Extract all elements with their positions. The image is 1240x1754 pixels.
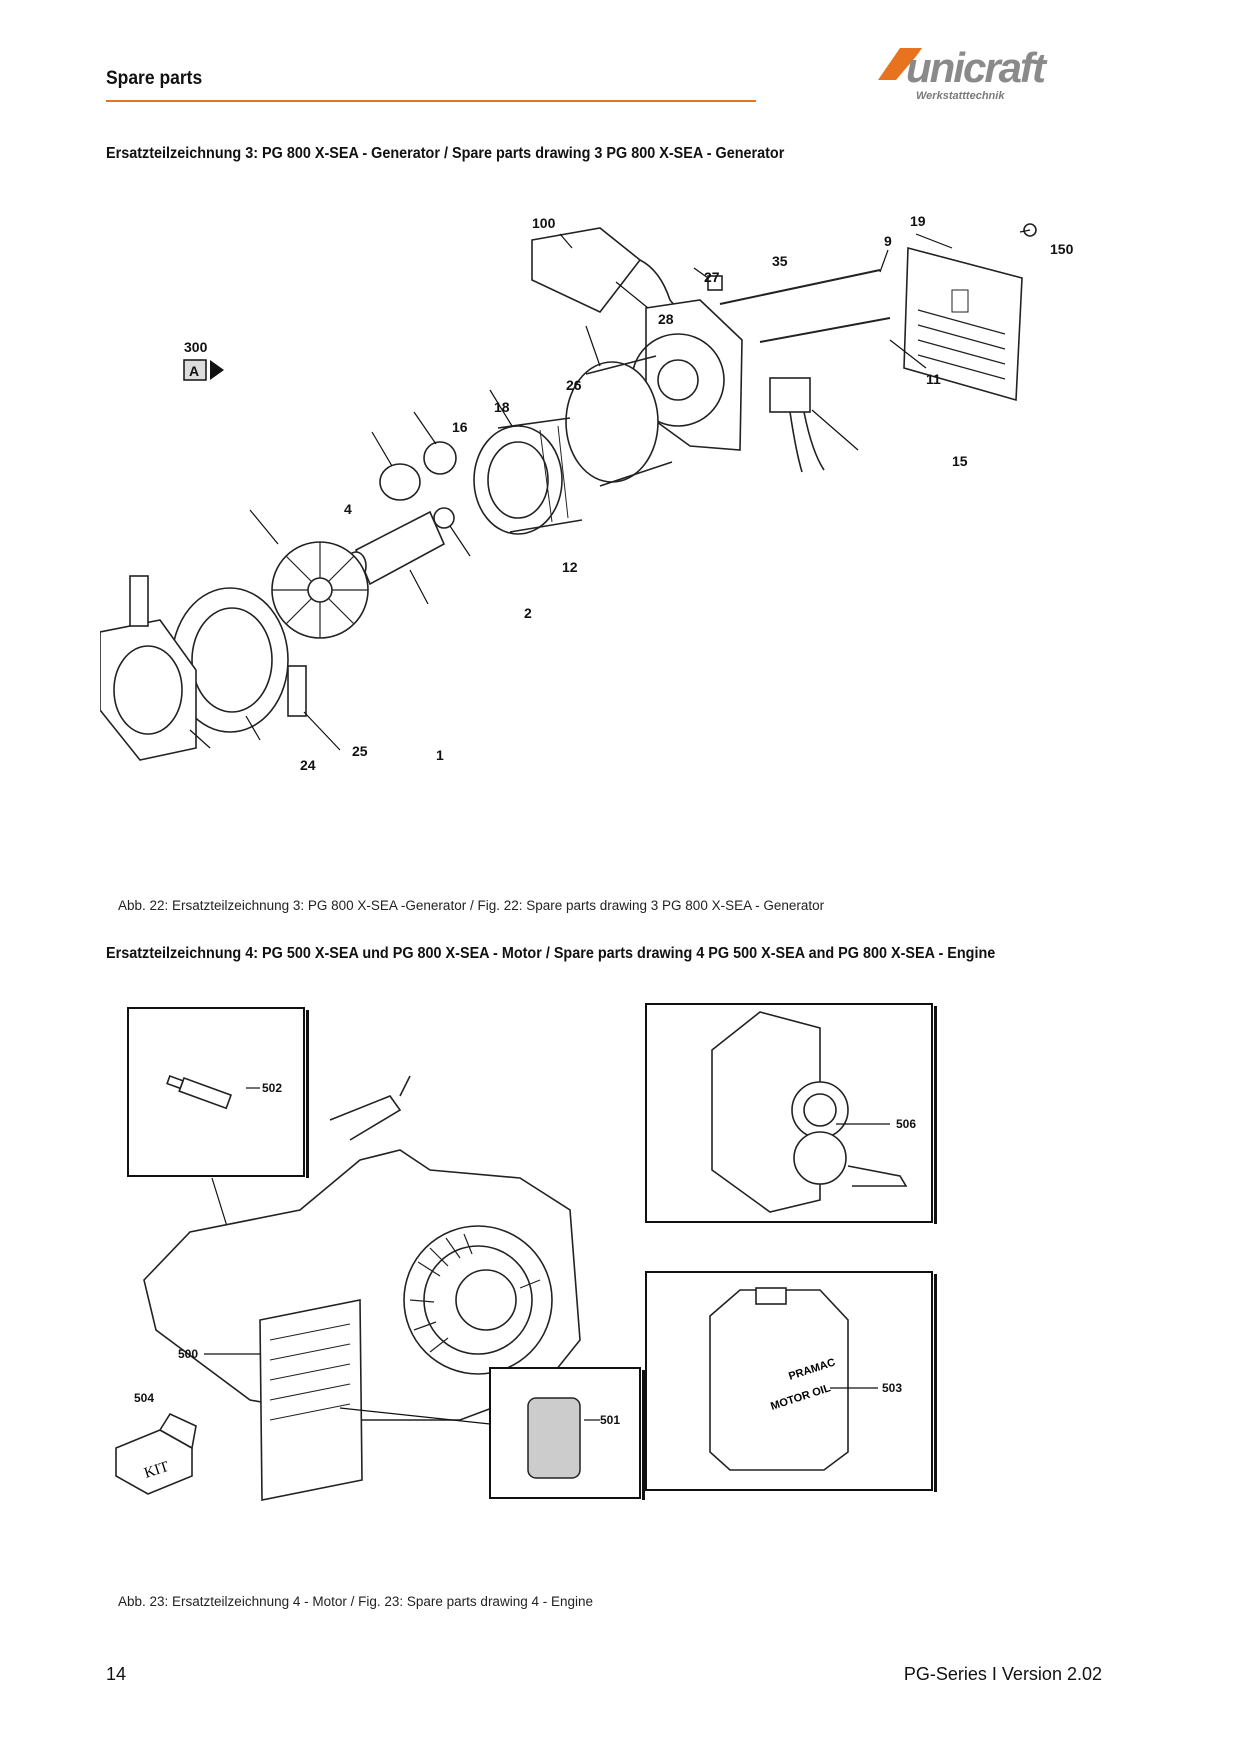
- callout-506: 506: [896, 1117, 916, 1131]
- callout-15: 15: [952, 453, 968, 469]
- engine-parts-drawing: 502: [100, 1000, 1100, 1570]
- callout-150: 150: [1050, 241, 1074, 257]
- logo-wordmark: unicraft: [906, 44, 1046, 91]
- air-filter-inset: 501: [489, 1367, 645, 1500]
- part-18: [423, 441, 457, 475]
- part-1-grille: [287, 665, 307, 717]
- engine-assembly: [143, 1075, 581, 1501]
- callout-2: 2: [524, 605, 532, 621]
- logo-subtitle: Werkstatttechnik: [916, 90, 1005, 102]
- callout-9: 9: [884, 233, 892, 249]
- callout-300: 300: [184, 339, 208, 355]
- callout-500: 500: [178, 1347, 198, 1361]
- part-26-housing: [473, 417, 583, 535]
- callout-28: 28: [658, 311, 674, 327]
- callout-27: 27: [704, 269, 720, 285]
- document-version: PG-Series I Version 2.02: [903, 1664, 1102, 1684]
- part-11-bolt: [759, 317, 891, 343]
- callout-502: 502: [262, 1081, 282, 1095]
- part-12-bearing: [433, 507, 455, 529]
- part-27-end-bracket: [631, 299, 743, 451]
- view-marker-box: [183, 359, 207, 381]
- callout-503: 503: [882, 1381, 902, 1395]
- callout-501: 501: [600, 1413, 620, 1427]
- callout-19: 19: [910, 213, 926, 229]
- callout-11: 11: [926, 371, 941, 387]
- part-16: [379, 463, 421, 501]
- page-header-title: Spare parts: [106, 68, 203, 89]
- part-19-control-panel: [903, 246, 1023, 402]
- callout-100: 100: [532, 215, 556, 231]
- page-number: 14: [106, 1664, 127, 1684]
- view-marker-letter: A: [189, 363, 199, 379]
- callout-504: 504: [134, 1391, 154, 1405]
- kit-box: KIT: [115, 1412, 197, 1495]
- part-100-cover: [531, 227, 681, 313]
- callout-24: 24: [300, 757, 316, 773]
- exhaust-inset: 506: [645, 1003, 937, 1224]
- part-15-connector: [769, 377, 825, 473]
- callout-1: 1: [436, 747, 444, 763]
- oil-can-inset: PRAMAC MOTOR OIL 503: [645, 1271, 937, 1492]
- logo-mark-icon: [878, 48, 928, 80]
- part-150: [1023, 223, 1037, 237]
- callout-12: 12: [562, 559, 578, 575]
- callout-4: 4: [344, 501, 352, 517]
- part-4-fan: [271, 541, 369, 639]
- figure-23-caption: Abb. 23: Ersatzteilzeichnung 4 - Motor /…: [118, 1594, 593, 1609]
- part-28-stator: [565, 355, 673, 487]
- part-side-grille: [129, 575, 149, 627]
- view-arrow-icon: [210, 360, 224, 380]
- part-9-bolt: [719, 269, 881, 305]
- part-24-flange: [99, 619, 197, 761]
- spark-plug-inset: 502: [127, 1007, 309, 1178]
- callout-18: 18: [494, 399, 510, 415]
- header-divider: [106, 100, 756, 102]
- part-35: [707, 275, 723, 291]
- section-heading-engine: Ersatzteilzeichnung 4: PG 500 X-SEA und …: [106, 945, 996, 962]
- callout-16: 16: [452, 419, 468, 435]
- figure-22-caption: Abb. 22: Ersatzteilzeichnung 3: PG 800 X…: [118, 898, 825, 913]
- section-heading-generator: Ersatzteilzeichnung 3: PG 800 X-SEA - Ge…: [106, 145, 785, 162]
- brand-logo: [870, 44, 1120, 110]
- kit-label: KIT: [142, 1459, 171, 1482]
- callout-35: 35: [772, 253, 788, 269]
- generator-exploded-drawing: 300 A: [99, 200, 1140, 880]
- callout-25: 25: [352, 743, 368, 759]
- callout-26: 26: [566, 377, 582, 393]
